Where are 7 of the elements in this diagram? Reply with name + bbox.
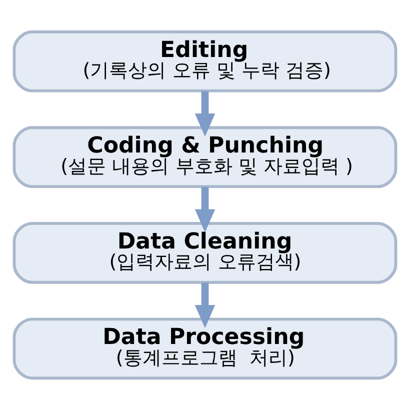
arrow xyxy=(194,282,216,328)
node-box: Data Processing (통계프로그램 처리) xyxy=(12,317,398,380)
arrow xyxy=(194,186,216,232)
node-box: Editing (기록상의 오류 및 누락 검증) xyxy=(12,30,398,92)
arrow xyxy=(194,90,216,136)
node-box: Coding & Punching (설문 내용의 부호화 및 자료입력 ) xyxy=(12,126,398,188)
node-box: Data Cleaning (입력자료의 오류검색) xyxy=(12,221,398,284)
